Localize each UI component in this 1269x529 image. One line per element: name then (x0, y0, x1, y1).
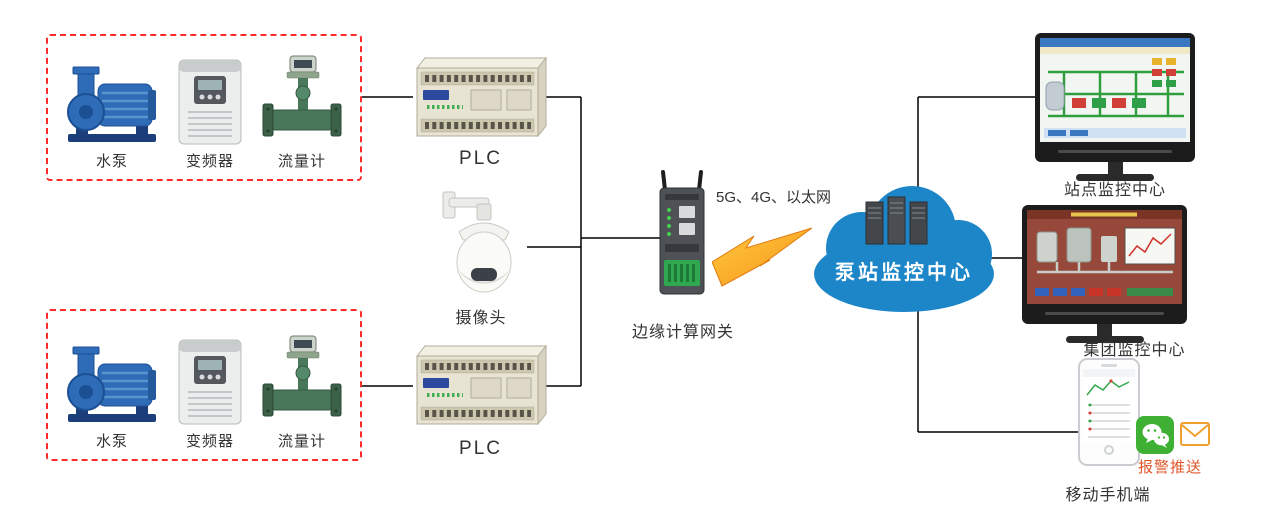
vfd-device: 变频器 (174, 58, 246, 171)
cloud-icon (814, 186, 994, 312)
flow-meter-label: 流量计 (277, 433, 326, 450)
wechat-icon (1136, 416, 1174, 454)
servers-icon (865, 196, 928, 245)
flow-meter-device: 流量计 (260, 332, 344, 451)
mobile-phone (1078, 358, 1140, 466)
camera-icon (442, 191, 512, 293)
phone-speaker (1101, 364, 1117, 367)
flow-meter-device: 流量计 (260, 52, 344, 171)
group-monitor (1022, 205, 1187, 343)
water-pump-icon (67, 346, 156, 422)
water-pump-device: 水泵 (64, 54, 160, 171)
monitor-chin (1045, 312, 1164, 315)
phone-home-button (1104, 445, 1114, 455)
plc-top-label: PLC (459, 148, 502, 169)
water-pump-icon (67, 66, 156, 142)
camera-label: 摄像头 (455, 310, 507, 327)
alarm-push-label: 报警推送 (1138, 459, 1203, 476)
vfd-icon (178, 59, 242, 145)
vfd-icon (178, 339, 242, 425)
scada-screen-site (1040, 38, 1190, 142)
monitor-base (1065, 336, 1144, 343)
cloud-monitoring-center: 泵站监控中心 (808, 178, 1000, 316)
vfd-device: 变频器 (174, 338, 246, 451)
site-monitor-label: 站点监控中心 (1063, 182, 1166, 199)
monitor-stand (1097, 324, 1112, 336)
flow-meter-icon (262, 55, 342, 137)
water-pump-device: 水泵 (64, 334, 160, 451)
monitor-base (1076, 174, 1154, 181)
water-pump-label: 水泵 (95, 433, 128, 450)
vfd-label: 变频器 (185, 433, 234, 450)
mobile-label: 移动手机端 (1065, 487, 1151, 504)
gateway-label: 边缘计算网关 (631, 324, 734, 341)
plc-top-icon (415, 56, 548, 138)
monitor-stand (1107, 162, 1123, 174)
plc-bottom-label: PLC (459, 438, 502, 459)
field-devices-group-top: 水泵 变频器 (46, 34, 362, 181)
plc-bottom-icon (415, 344, 548, 426)
flow-meter-icon (262, 335, 342, 417)
group-monitor-label: 集团监控中心 (1083, 342, 1186, 359)
lightning-icon (712, 227, 812, 287)
scada-screen-group (1027, 210, 1182, 304)
water-pump-label: 水泵 (95, 153, 128, 170)
phone-body (1078, 358, 1140, 466)
vfd-label: 变频器 (185, 153, 234, 170)
monitor-frame (1035, 33, 1195, 162)
mail-icon (1180, 422, 1210, 446)
network-label: 5G、4G、以太网 (716, 189, 832, 206)
flow-meter-label: 流量计 (277, 153, 326, 170)
cloud-label: 泵站监控中心 (835, 262, 973, 284)
monitor-chin (1058, 150, 1172, 153)
field-devices-group-bottom: 水泵 变频器 (46, 309, 362, 461)
site-monitor (1035, 33, 1195, 181)
gateway-icon (659, 170, 705, 295)
phone-screen (1083, 369, 1135, 443)
monitor-frame (1022, 205, 1187, 324)
